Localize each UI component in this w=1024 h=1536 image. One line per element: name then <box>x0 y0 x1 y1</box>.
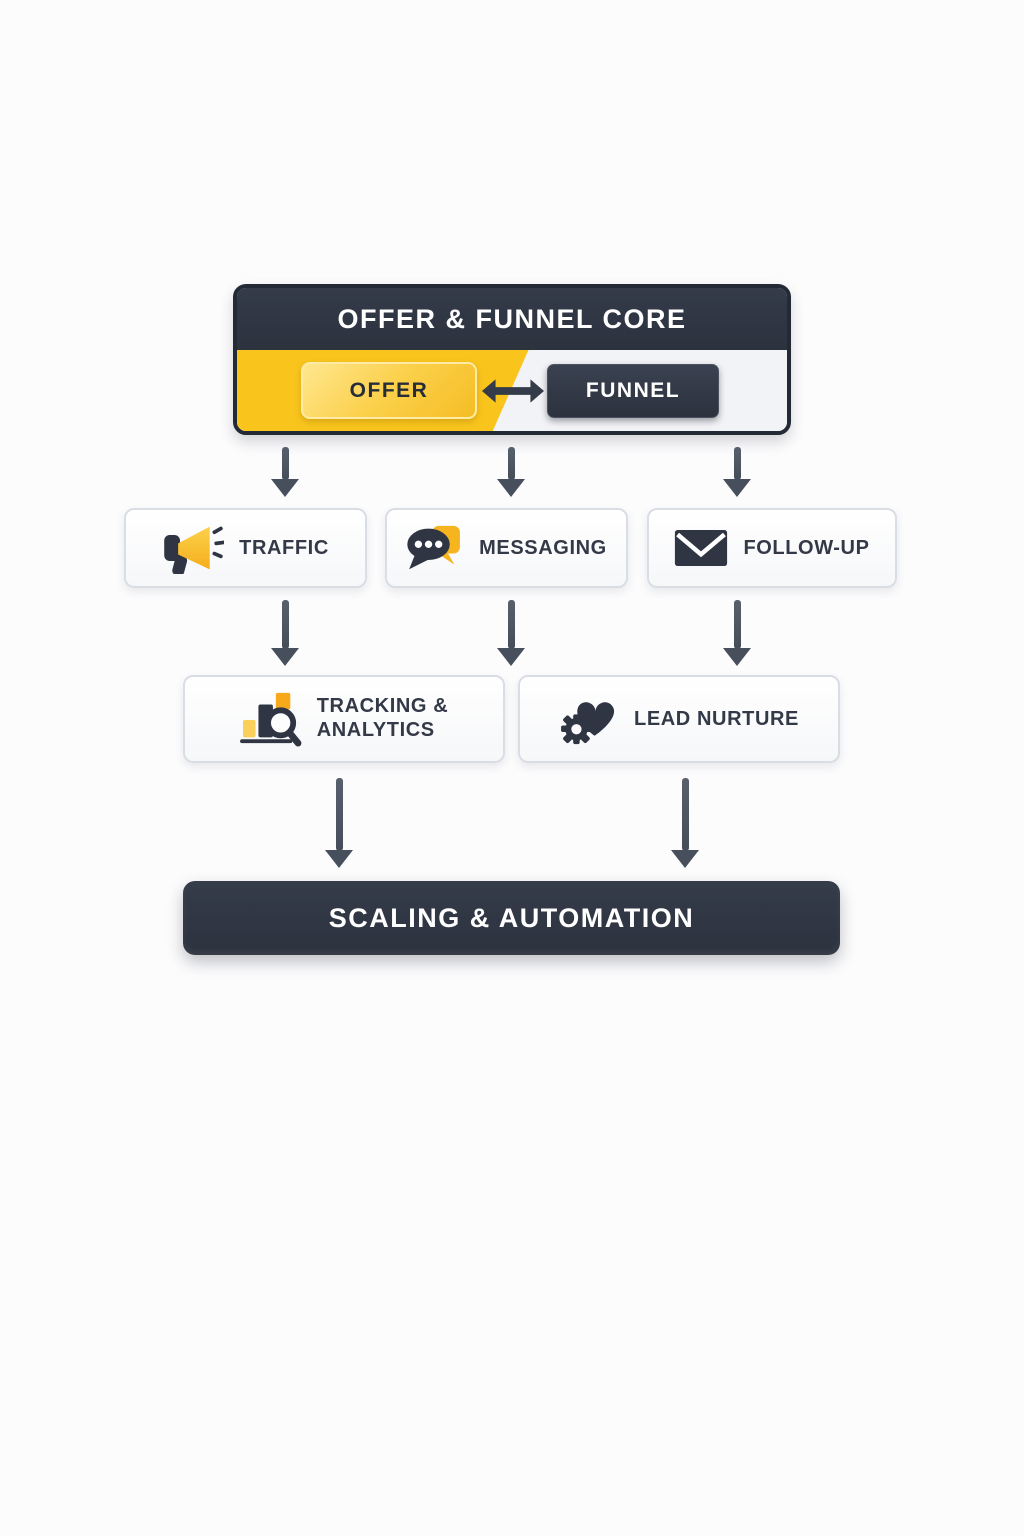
tracking-analytics-card: TRACKING & ANALYTICS <box>183 675 505 763</box>
arrow-messaging-down <box>497 600 525 666</box>
core-header: OFFER & FUNNEL CORE <box>237 288 787 350</box>
megaphone-icon <box>162 522 225 574</box>
arrow-core-to-traffic <box>271 447 299 497</box>
traffic-card: TRAFFIC <box>124 508 367 588</box>
followup-card: FOLLOW-UP <box>647 508 897 588</box>
core-body: OFFER FUNNEL <box>237 350 787 431</box>
speech-bubbles-icon <box>406 524 464 572</box>
arrow-core-to-followup <box>723 447 751 497</box>
messaging-label: MESSAGING <box>479 536 607 559</box>
arrow-core-to-messaging <box>497 447 525 497</box>
arrow-nurture-to-scaling <box>671 778 699 868</box>
funnel-label: FUNNEL <box>585 379 681 402</box>
tracking-analytics-label: TRACKING & ANALYTICS <box>316 695 449 741</box>
followup-label: FOLLOW-UP <box>743 536 870 559</box>
scaling-automation-bar: SCALING & AUTOMATION <box>183 881 840 955</box>
double-arrow-icon <box>482 379 544 403</box>
lead-nurture-card: LEAD NURTURE <box>518 675 840 763</box>
arrow-traffic-to-tracking <box>271 600 299 666</box>
funnel-button: FUNNEL <box>547 364 719 418</box>
offer-funnel-core-box: OFFER & FUNNEL CORE OFFER FUNNEL <box>233 284 791 435</box>
lead-nurture-label: LEAD NURTURE <box>634 707 799 730</box>
messaging-card: MESSAGING <box>385 508 628 588</box>
arrow-tracking-to-scaling <box>325 778 353 868</box>
chart-magnifier-icon <box>239 691 302 747</box>
arrow-followup-to-nurture <box>723 600 751 666</box>
offer-label: OFFER <box>349 378 429 402</box>
scaling-automation-label: SCALING & AUTOMATION <box>328 902 695 933</box>
heart-gear-icon <box>559 692 619 746</box>
envelope-icon <box>674 528 728 568</box>
core-title: OFFER & FUNNEL CORE <box>337 303 687 334</box>
offer-button: OFFER <box>301 362 477 419</box>
traffic-label: TRAFFIC <box>239 536 329 559</box>
